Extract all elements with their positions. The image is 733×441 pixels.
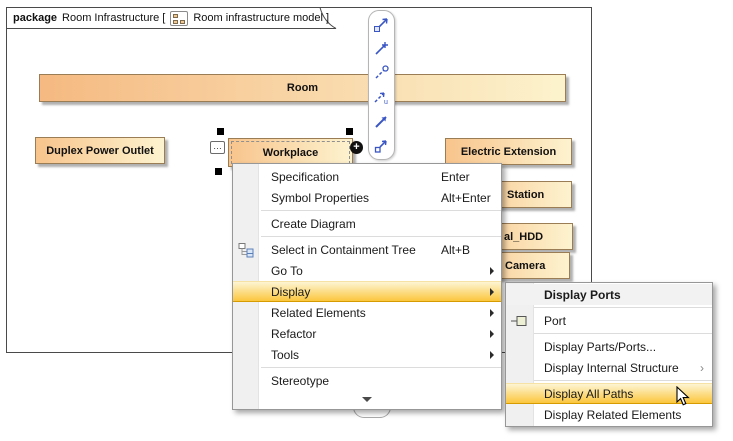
display-submenu: Display Ports Port Display Parts/Ports..… [505, 282, 713, 427]
menu-item-refactor[interactable]: Refactor [233, 323, 501, 344]
smart-manipulator-toolbar: u [368, 10, 395, 160]
svg-text:u: u [384, 99, 388, 106]
menu-item-stereotype[interactable]: Stereotype [233, 370, 501, 391]
frame-header: package Room Infrastructure [ Room infra… [13, 10, 329, 26]
submenu-arrow-icon [490, 266, 494, 275]
node-electric-label: Electric Extension [460, 145, 557, 158]
frame-diagram-name: Room infrastructure model ] [193, 12, 330, 24]
menu-item-create-diagram[interactable]: Create Diagram [233, 213, 501, 234]
menu-separator [506, 378, 712, 383]
menu-item-label: Create Diagram [271, 216, 356, 231]
menu-item-label: Stereotype [271, 373, 330, 388]
menu-separator [233, 234, 501, 239]
association-arrow-icon[interactable] [373, 113, 390, 130]
menu-separator [233, 365, 501, 370]
selection-handle-top-right[interactable] [346, 128, 353, 135]
mouse-cursor [676, 386, 690, 406]
directed-link-icon[interactable] [373, 137, 390, 154]
class-diagram-icon [170, 10, 189, 26]
menu-shortcut: Alt+B [441, 242, 471, 257]
menu-separator [506, 305, 712, 310]
menu-item-tools[interactable]: Tools [233, 344, 501, 365]
node-room-label: Room [286, 82, 319, 94]
context-menu: Specification Enter Symbol Properties Al… [232, 163, 502, 410]
usage-dependency-icon[interactable]: u [373, 89, 390, 106]
compartments-button[interactable]: … [210, 141, 225, 154]
link-to-new-element-icon[interactable] [373, 40, 390, 57]
submenu-chevron-icon: › [700, 360, 704, 375]
menu-item-label: Specification [271, 169, 340, 184]
menu-item-select-in-containment-tree[interactable]: Select in Containment Tree Alt+B [233, 239, 501, 260]
node-workplace-label: Workplace [262, 146, 319, 159]
menu-shortcut: Enter [441, 169, 470, 184]
node-room[interactable]: Room [39, 74, 566, 102]
menu-item-specification[interactable]: Specification Enter [233, 166, 501, 187]
frame-keyword: package [13, 12, 58, 24]
menu-item-label: Tools [271, 347, 300, 362]
menu-scroll-down[interactable] [233, 391, 501, 407]
menu-item-go-to[interactable]: Go To [233, 260, 501, 281]
submenu-item-label: Display Related Elements [544, 407, 682, 422]
dependency-ball-icon[interactable] [373, 64, 390, 81]
add-button[interactable]: + [350, 141, 363, 154]
submenu-item-label: Port [544, 313, 567, 328]
containment-tree-icon [238, 242, 254, 257]
submenu-item-port[interactable]: Port [506, 310, 712, 331]
port-icon [511, 315, 527, 326]
node-camera-label: Camera [505, 259, 546, 272]
menu-item-related-elements[interactable]: Related Elements [233, 302, 501, 323]
node-duplex-power-outlet[interactable]: Duplex Power Outlet [35, 137, 165, 164]
submenu-header-label: Display Ports [544, 287, 621, 302]
submenu-item-display-related-elements[interactable]: Display Related Elements [506, 404, 712, 425]
submenu-arrow-icon [490, 308, 494, 317]
submenu-item-display-parts-ports[interactable]: Display Parts/Ports... [506, 336, 712, 357]
menu-item-label: Refactor [271, 326, 317, 341]
scroll-down-icon [362, 396, 372, 402]
submenu-arrow-icon [490, 287, 494, 296]
frame-package-name: Room Infrastructure [ [62, 12, 166, 24]
submenu-arrow-icon [490, 329, 494, 338]
submenu-arrow-icon [490, 350, 494, 359]
submenu-item-display-all-paths[interactable]: Display All Paths [506, 383, 712, 404]
new-element-with-link-icon[interactable] [373, 16, 390, 33]
menu-separator [233, 208, 501, 213]
selection-handle-bottom-left[interactable] [215, 168, 222, 175]
menu-item-symbol-properties[interactable]: Symbol Properties Alt+Enter [233, 187, 501, 208]
submenu-item-display-internal-structure[interactable]: Display Internal Structure › [506, 357, 712, 378]
menu-item-label: Go To [271, 263, 303, 278]
node-electric-extension[interactable]: Electric Extension [445, 138, 572, 165]
submenu-item-label: Display All Paths [544, 386, 634, 401]
node-hdd-label: al_HDD [504, 230, 544, 243]
submenu-item-label: Display Internal Structure [544, 360, 679, 375]
menu-shortcut: Alt+Enter [441, 190, 491, 205]
node-station-label: Station [507, 188, 545, 201]
menu-item-display[interactable]: Display [233, 281, 501, 302]
node-duplex-label: Duplex Power Outlet [46, 144, 154, 157]
submenu-header-display-ports: Display Ports [506, 284, 712, 305]
menu-item-label: Symbol Properties [271, 190, 370, 205]
submenu-item-label: Display Parts/Ports... [544, 339, 657, 354]
menu-separator [506, 331, 712, 336]
selection-handle-top-left[interactable] [217, 128, 224, 135]
menu-item-label: Select in Containment Tree [271, 242, 416, 257]
menu-item-label: Related Elements [271, 305, 366, 320]
menu-item-label: Display [271, 284, 311, 299]
